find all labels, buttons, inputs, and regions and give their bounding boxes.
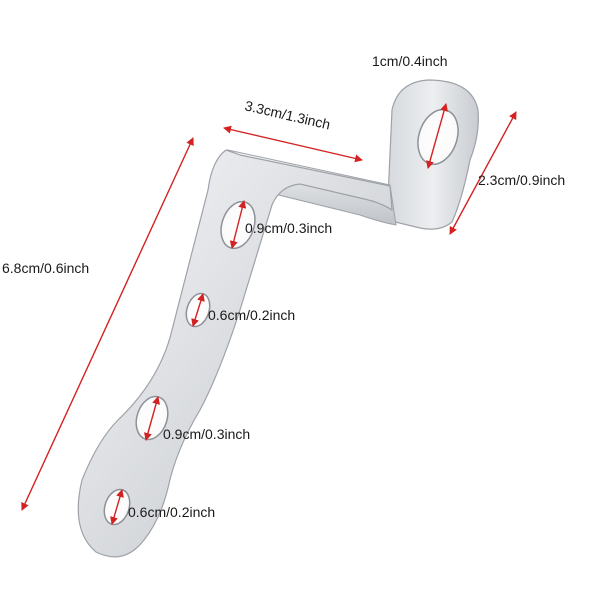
- arrow-hole-2: [191, 293, 205, 327]
- label-hole-3: 0.9cm/0.3inch: [163, 426, 250, 442]
- arrow-hole-4: [110, 489, 124, 525]
- dimension-arrows: [21, 103, 517, 525]
- label-top-hole: 1cm/0.4inch: [372, 53, 447, 69]
- dimension-labels: 1cm/0.4inch 3.3cm/1.3inch 2.3cm/0.9inch …: [2, 53, 565, 520]
- arrow-top-hole: [426, 103, 448, 169]
- label-hole-1: 0.9cm/0.3inch: [245, 220, 332, 236]
- label-hole-4: 0.6cm/0.2inch: [128, 504, 215, 520]
- label-hole-2: 0.6cm/0.2inch: [208, 307, 295, 323]
- arrow-hole-3: [144, 396, 160, 441]
- label-tab-length: 2.3cm/0.9inch: [478, 172, 565, 188]
- label-overall-length: 6.8cm/0.6inch: [2, 260, 89, 276]
- label-bend-width: 3.3cm/1.3inch: [243, 97, 332, 132]
- arrow-hole-1: [229, 200, 247, 249]
- arrow-tab-length: [449, 111, 517, 235]
- arrow-overall-length: [21, 137, 194, 511]
- arrow-bend-width: [223, 125, 363, 163]
